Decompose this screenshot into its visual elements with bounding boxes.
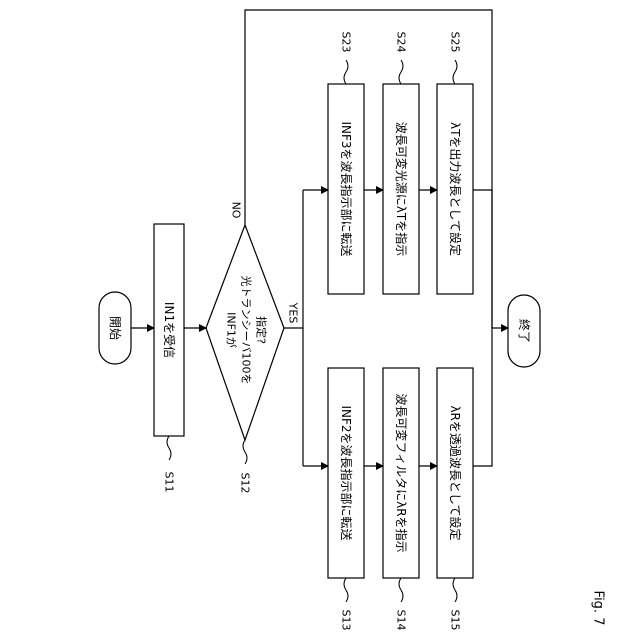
start-text: 開始 [108, 316, 122, 340]
s25-text: λTを出力波長として設定 [448, 122, 463, 256]
s12-text-line1: INF1が [225, 312, 239, 348]
leader-s15 [453, 578, 457, 602]
leader-s24 [399, 60, 403, 84]
leader-s12 [243, 440, 247, 464]
s11-text: IN1を受信 [162, 302, 176, 358]
leader-s25 [453, 60, 457, 84]
end-text: 終了 [517, 319, 532, 343]
step-label-s23: S23 [340, 32, 353, 53]
s13-text: INF2を波長指示部に転送 [339, 405, 354, 540]
connector-s15-merge [473, 328, 492, 466]
step-label-s11: S11 [163, 472, 176, 493]
leader-s14 [399, 578, 403, 602]
s24-text: 波長可変光源にλTを指示 [394, 122, 409, 256]
s23-text: INF3を波長指示部に転送 [339, 121, 354, 256]
s15-text: λRを透過波長として設定 [448, 405, 463, 540]
s12-text-line3: 指定? [255, 316, 269, 344]
step-label-s14: S14 [395, 610, 408, 631]
figure-label: Fig. 7 [591, 591, 606, 626]
leader-s23 [344, 60, 348, 84]
step-label-s15: S15 [449, 610, 462, 631]
s14-text: 波長可変フィルタにλRを指示 [394, 393, 409, 552]
step-label-s12: S12 [239, 473, 252, 494]
leader-s11 [167, 436, 171, 460]
connector-s25-merge [473, 190, 492, 328]
s12-text-line2: 光トランシーバ100を [240, 276, 254, 385]
no-label: NO [230, 202, 243, 219]
step-label-s25: S25 [449, 32, 462, 53]
step-label-s13: S13 [340, 610, 353, 631]
yes-label: YES [287, 302, 300, 324]
step-label-s24: S24 [395, 32, 408, 53]
leader-s13 [344, 578, 348, 602]
